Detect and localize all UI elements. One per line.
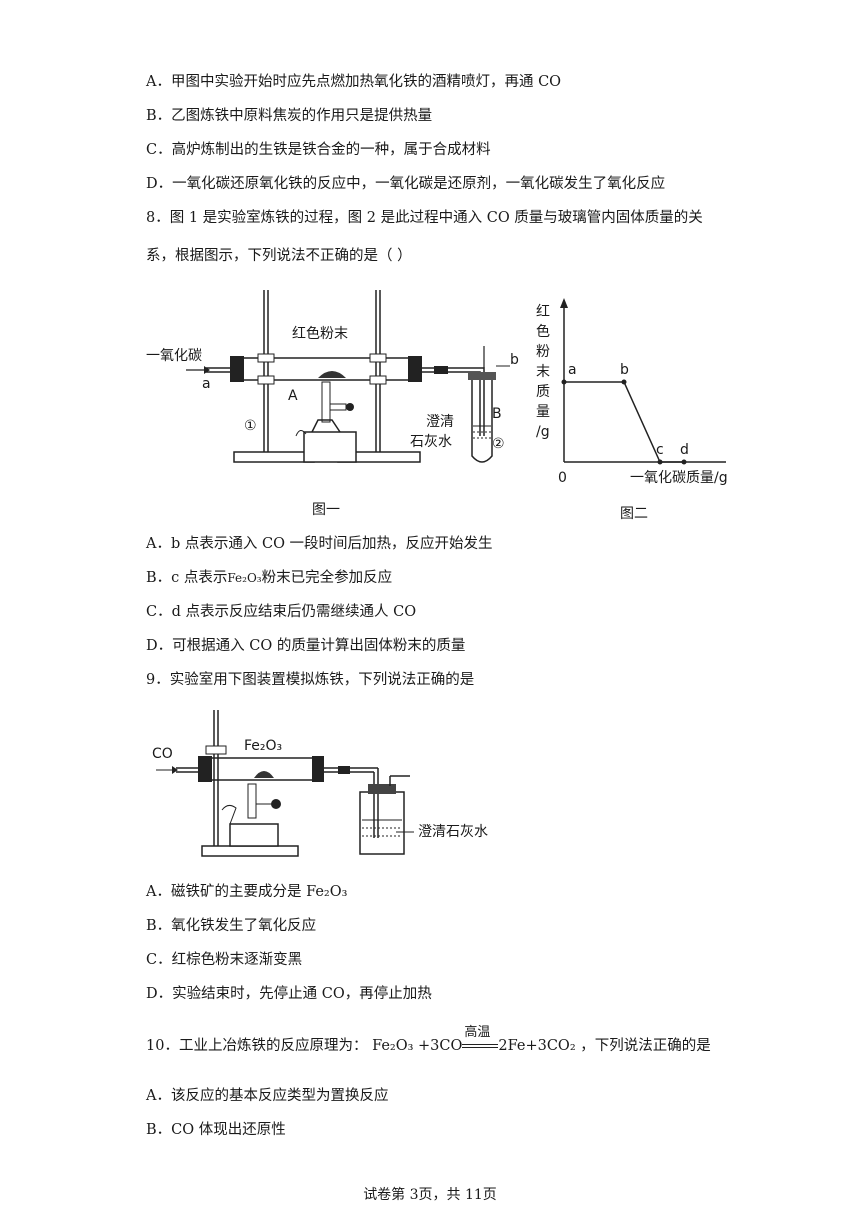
point-label-b: b bbox=[620, 362, 629, 378]
q10-eq-condition: 高温 bbox=[464, 1025, 491, 1040]
stand-label: ① bbox=[244, 418, 257, 434]
y-axis-label-char: 粉 bbox=[536, 344, 550, 360]
fe2o3-label: Fe₂O₃ bbox=[244, 738, 282, 754]
solution-label-2: 石灰水 bbox=[410, 434, 452, 450]
x-axis-label: 一氧化碳质量/g bbox=[630, 470, 728, 486]
y-axis-label-char: /g bbox=[536, 424, 550, 440]
q9-stem: 9．实验室用下图装置模拟炼铁，下列说法正确的是 bbox=[146, 672, 475, 688]
q8-option-b: B．c 点表示Fe₂O₃粉末已完全参加反应 bbox=[146, 568, 392, 588]
figure1-caption: 图一 bbox=[312, 502, 340, 518]
q9-option-a: A．磁铁矿的主要成分是 Fe₂O₃ bbox=[146, 884, 348, 900]
y-axis-label-char: 质 bbox=[536, 384, 550, 400]
gas-label: 一氧化碳 bbox=[146, 348, 202, 364]
testtube-label: B bbox=[492, 406, 502, 422]
point-label-c: c bbox=[656, 442, 664, 458]
q8-option-b-post: 粉末已完全参加反应 bbox=[261, 570, 393, 586]
q7-option-b: B．乙图炼铁中原料焦炭的作用只是提供热量 bbox=[146, 108, 433, 124]
tube-label: A bbox=[288, 388, 298, 404]
apparatus-figure-q9: CO Fe₂O₃ 澄清石灰水 bbox=[146, 706, 516, 866]
q8-option-d: D．可根据通入 CO 的质量计算出固体粉末的质量 bbox=[146, 638, 466, 654]
q9-option-c: C．红棕色粉末逐渐变黑 bbox=[146, 952, 303, 968]
y-axis-label-char: 末 bbox=[536, 364, 550, 380]
origin-label: 0 bbox=[558, 470, 567, 486]
q8-stem-line2: 系，根据图示，下列说法不正确的是（ ） bbox=[146, 248, 412, 264]
q10-eq-right: 2Fe+3CO₂ bbox=[498, 1038, 576, 1054]
inlet-label: a bbox=[202, 376, 211, 392]
q10-eq-left: Fe₂O₃ +3CO bbox=[372, 1038, 463, 1054]
q10-option-b: B．CO 体现出还原性 bbox=[146, 1122, 286, 1138]
figure2-caption: 图二 bbox=[620, 506, 648, 522]
q8-option-a: A．b 点表示通入 CO 一段时间后加热，反应开始发生 bbox=[146, 536, 493, 552]
q7-option-c: C．高炉炼制出的生铁是铁合金的一种，属于合成材料 bbox=[146, 142, 491, 158]
solution-label-1: 澄清 bbox=[426, 414, 454, 430]
q8-stem-line1: 8．图 1 是实验室炼铁的过程，图 2 是此过程中通入 CO 质量与玻璃管内固体… bbox=[146, 210, 703, 226]
apparatus-figure-1: 一氧化碳 a b 红色粉末 A ① B 澄清 石灰水 ② 图一 bbox=[146, 286, 536, 522]
data-point-c bbox=[657, 459, 663, 465]
page-footer: 试卷第 3页，共 11页 bbox=[363, 1187, 497, 1203]
limewater-label: 澄清石灰水 bbox=[418, 824, 488, 840]
y-axis-label-char: 红 bbox=[536, 304, 550, 320]
y-axis-label-char: 量 bbox=[536, 404, 550, 420]
point-label-d: d bbox=[680, 442, 689, 458]
q8-option-b-formula: Fe₂O₃ bbox=[227, 571, 262, 585]
q8-option-b-pre: B．c 点表示 bbox=[146, 570, 228, 586]
data-point-a bbox=[561, 379, 567, 385]
q9-option-b: B．氧化铁发生了氧化反应 bbox=[146, 918, 317, 934]
q10-stem-post: ，下列说法正确的是 bbox=[580, 1038, 711, 1054]
y-axis-label-char: 色 bbox=[536, 323, 550, 340]
q10-option-a: A．该反应的基本反应类型为置换反应 bbox=[146, 1088, 389, 1104]
q8-option-c: C．d 点表示反应结束后仍需继续通人 CO bbox=[146, 604, 417, 620]
series-line bbox=[564, 381, 684, 463]
q7-option-d: D．一氧化碳还原氧化铁的反应中，一氧化碳是还原剂，一氧化碳发生了氧化反应 bbox=[146, 176, 666, 192]
q7-option-a: A．甲图中实验开始时应先点燃加热氧化铁的酒精喷灯，再通 CO bbox=[146, 74, 562, 90]
data-point-d bbox=[681, 459, 687, 465]
testtube-num: ② bbox=[492, 436, 505, 452]
outlet-label: b bbox=[510, 352, 519, 368]
data-point-b bbox=[621, 379, 627, 385]
q10-eq-arrow: 高温 bbox=[462, 1025, 499, 1053]
co-label: CO bbox=[152, 746, 173, 762]
point-label-a: a bbox=[568, 362, 577, 378]
powder-label: 红色粉末 bbox=[292, 325, 348, 342]
q10-stem-pre: 10．工业上冶炼铁的反应原理为： bbox=[146, 1038, 368, 1054]
q9-option-d: D．实验结束时，先停止通 CO，再停止加热 bbox=[146, 986, 432, 1002]
